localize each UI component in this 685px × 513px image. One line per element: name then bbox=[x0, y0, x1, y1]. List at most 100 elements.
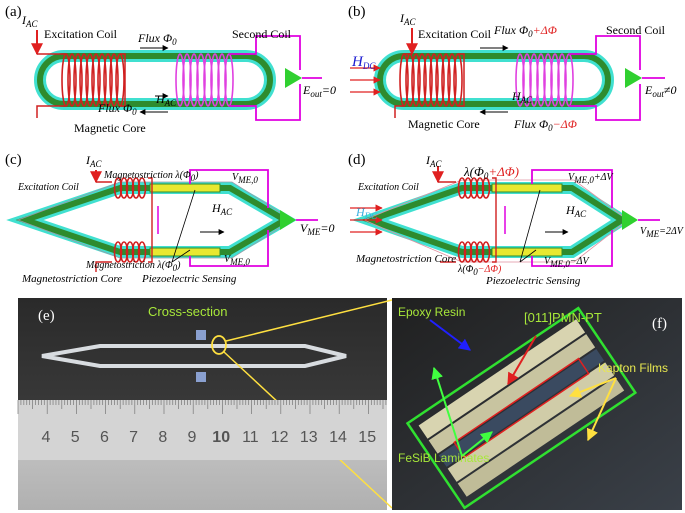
fesib-arrow-1 bbox=[431, 366, 463, 457]
panel-b-id: (b) bbox=[348, 4, 366, 20]
h-ac-label-b: HAC bbox=[511, 89, 533, 105]
kapton-arrow-1 bbox=[568, 377, 617, 398]
ruler bbox=[18, 400, 387, 460]
magnetostriction-core-label-d: Magnetostriction Core bbox=[355, 253, 456, 265]
piezo-layer-top bbox=[149, 183, 221, 193]
ruler-number: 14 bbox=[329, 429, 347, 446]
panel-f: Epoxy Resin [011]PMN-PT (f) Kapton Films… bbox=[392, 298, 682, 510]
h-ac-label: HAC bbox=[155, 92, 177, 108]
excitation-coil-d-top bbox=[457, 177, 491, 199]
magnetostriction-core-label-c: Magnetostriction Core bbox=[21, 273, 122, 285]
ruler-number: 11 bbox=[242, 429, 259, 446]
panel-c-id: (c) bbox=[5, 152, 22, 168]
excitation-wire-bottom bbox=[36, 105, 66, 118]
fesib-arrow-2 bbox=[461, 431, 493, 457]
excitation-coil-label-c: Excitation Coil bbox=[17, 182, 79, 193]
piezo-sensing-label-c: Piezoelectric Sensing bbox=[141, 273, 237, 285]
sample-outline bbox=[41, 344, 347, 368]
flux-bottom-label-b: Flux Φ0−ΔΦ bbox=[513, 117, 577, 133]
v-me-bottom-label-d: VME,0−ΔV bbox=[544, 256, 590, 269]
excitation-coil-c-top bbox=[113, 177, 147, 199]
ruler-number: 4 bbox=[42, 429, 51, 446]
amplifier-icon-c bbox=[280, 210, 296, 230]
ruler-number: 8 bbox=[158, 429, 167, 446]
second-coil bbox=[175, 53, 234, 107]
panel-d: (d) IAC λ(Φ0+ΔΦ) VME,0+ΔV bbox=[348, 152, 685, 287]
magnetostriction-core bbox=[15, 185, 291, 255]
magnetostriction-bottom-label: Magnetostriction λ(Φ0) bbox=[85, 260, 181, 273]
lambda-top-label-d: λ(Φ0+ΔΦ) bbox=[463, 164, 519, 181]
excitation-coil-label: Excitation Coil bbox=[44, 27, 118, 41]
panel-a: (a) IAC E bbox=[5, 4, 336, 135]
kapton-arrow-2 bbox=[586, 377, 617, 442]
amplifier-icon bbox=[285, 68, 302, 88]
output-wire-top bbox=[229, 35, 301, 70]
ruler-number: 10 bbox=[212, 429, 230, 446]
v-me-bottom-label: VME,0 bbox=[224, 254, 250, 267]
pmn-pt-arrow bbox=[507, 335, 537, 386]
ruler-numbers: 4 5 6 7 8 9 10 11 12 13 14 15 bbox=[42, 429, 377, 446]
ruler-ticks bbox=[17, 400, 387, 414]
output-wire-top-b bbox=[569, 35, 641, 70]
fesib-laminates-label: FeSiB Laminates bbox=[398, 451, 489, 465]
panel-e-id: (e) bbox=[38, 308, 55, 324]
i-ac-label: IAC bbox=[21, 13, 38, 29]
v-me-out-label-c: VME=0 bbox=[300, 221, 334, 237]
ruler-number: 5 bbox=[71, 429, 80, 446]
v-me-top-label: VME,0 bbox=[232, 172, 258, 185]
second-coil-label-b: Second Coil bbox=[606, 23, 666, 37]
fesib-box bbox=[405, 306, 638, 510]
epoxy-arrow bbox=[429, 319, 471, 351]
amplifier-icon-b bbox=[625, 68, 642, 88]
excitation-coil-label-b: Excitation Coil bbox=[418, 27, 492, 41]
magnetostriction-top-label: Magnetostriction λ(Φ0) bbox=[103, 170, 199, 183]
v-me-out-label-d: VME=2ΔV bbox=[640, 226, 685, 239]
ruler-number: 9 bbox=[188, 429, 197, 446]
zoom-line-top bbox=[225, 299, 393, 342]
ruler-number: 13 bbox=[300, 429, 318, 446]
v-me-top-label-d: VME,0+ΔV bbox=[568, 172, 614, 185]
flux-top-label-b: Flux Φ0+ΔΦ bbox=[493, 23, 557, 39]
epoxy-resin-label: Epoxy Resin bbox=[398, 305, 465, 319]
sample-contact-bottom bbox=[196, 372, 206, 382]
ruler-number: 15 bbox=[358, 429, 376, 446]
magnetic-core-label: Magnetic Core bbox=[74, 121, 146, 135]
ruler-number: 12 bbox=[271, 429, 289, 446]
second-coil-label: Second Coil bbox=[232, 27, 292, 41]
e-out-label-b: Eout≠0 bbox=[644, 83, 676, 99]
h-dc-label-d: HDC bbox=[355, 205, 378, 221]
amplifier-icon-d bbox=[622, 210, 638, 230]
h-ac-label-d: HAC bbox=[565, 203, 587, 219]
e-out-label: Eout=0 bbox=[302, 83, 336, 99]
magnetic-core-label-b: Magnetic Core bbox=[408, 117, 480, 131]
h-dc-arrows-d bbox=[350, 204, 383, 236]
panel-f-id: (f) bbox=[652, 316, 667, 332]
i-ac-label-b: IAC bbox=[399, 11, 416, 27]
piezo-layer-top-d bbox=[491, 183, 563, 193]
piezo-sensing-label-d: Piezoelectric Sensing bbox=[485, 275, 581, 287]
excitation-wire-return bbox=[120, 53, 126, 107]
kapton-films-label: Kapton Films bbox=[598, 361, 668, 375]
excitation-coil bbox=[61, 53, 125, 107]
output-wire-bottom-b bbox=[569, 84, 641, 121]
panel-d-id: (d) bbox=[348, 152, 366, 168]
piezo-layer-bottom bbox=[149, 247, 221, 257]
h-dc-label-b: HDC bbox=[351, 54, 376, 71]
excitation-coil-label-d: Excitation Coil bbox=[357, 182, 419, 193]
h-ac-label-c: HAC bbox=[211, 201, 233, 217]
magnetic-core bbox=[37, 53, 273, 107]
output-wire-bottom bbox=[229, 84, 301, 121]
flux-top-label: Flux Φ0 bbox=[137, 31, 177, 47]
sample-contact-top bbox=[196, 330, 206, 340]
cross-section-label: Cross-section bbox=[148, 304, 227, 319]
panel-b: (b) IAC Excit bbox=[348, 4, 676, 133]
ruler-number: 7 bbox=[129, 429, 138, 446]
panel-a-id: (a) bbox=[5, 4, 22, 20]
h-dc-arrows bbox=[350, 64, 381, 96]
i-ac-label-d: IAC bbox=[425, 153, 442, 169]
lambda-bottom-label-d: λ(Φ0−ΔΦ) bbox=[457, 264, 502, 277]
panel-e: 4 5 6 7 8 9 10 11 12 13 14 15 (e) Cross-section bbox=[17, 298, 393, 510]
ruler-number: 6 bbox=[100, 429, 109, 446]
pmn-pt-label: [011]PMN-PT bbox=[524, 310, 602, 325]
